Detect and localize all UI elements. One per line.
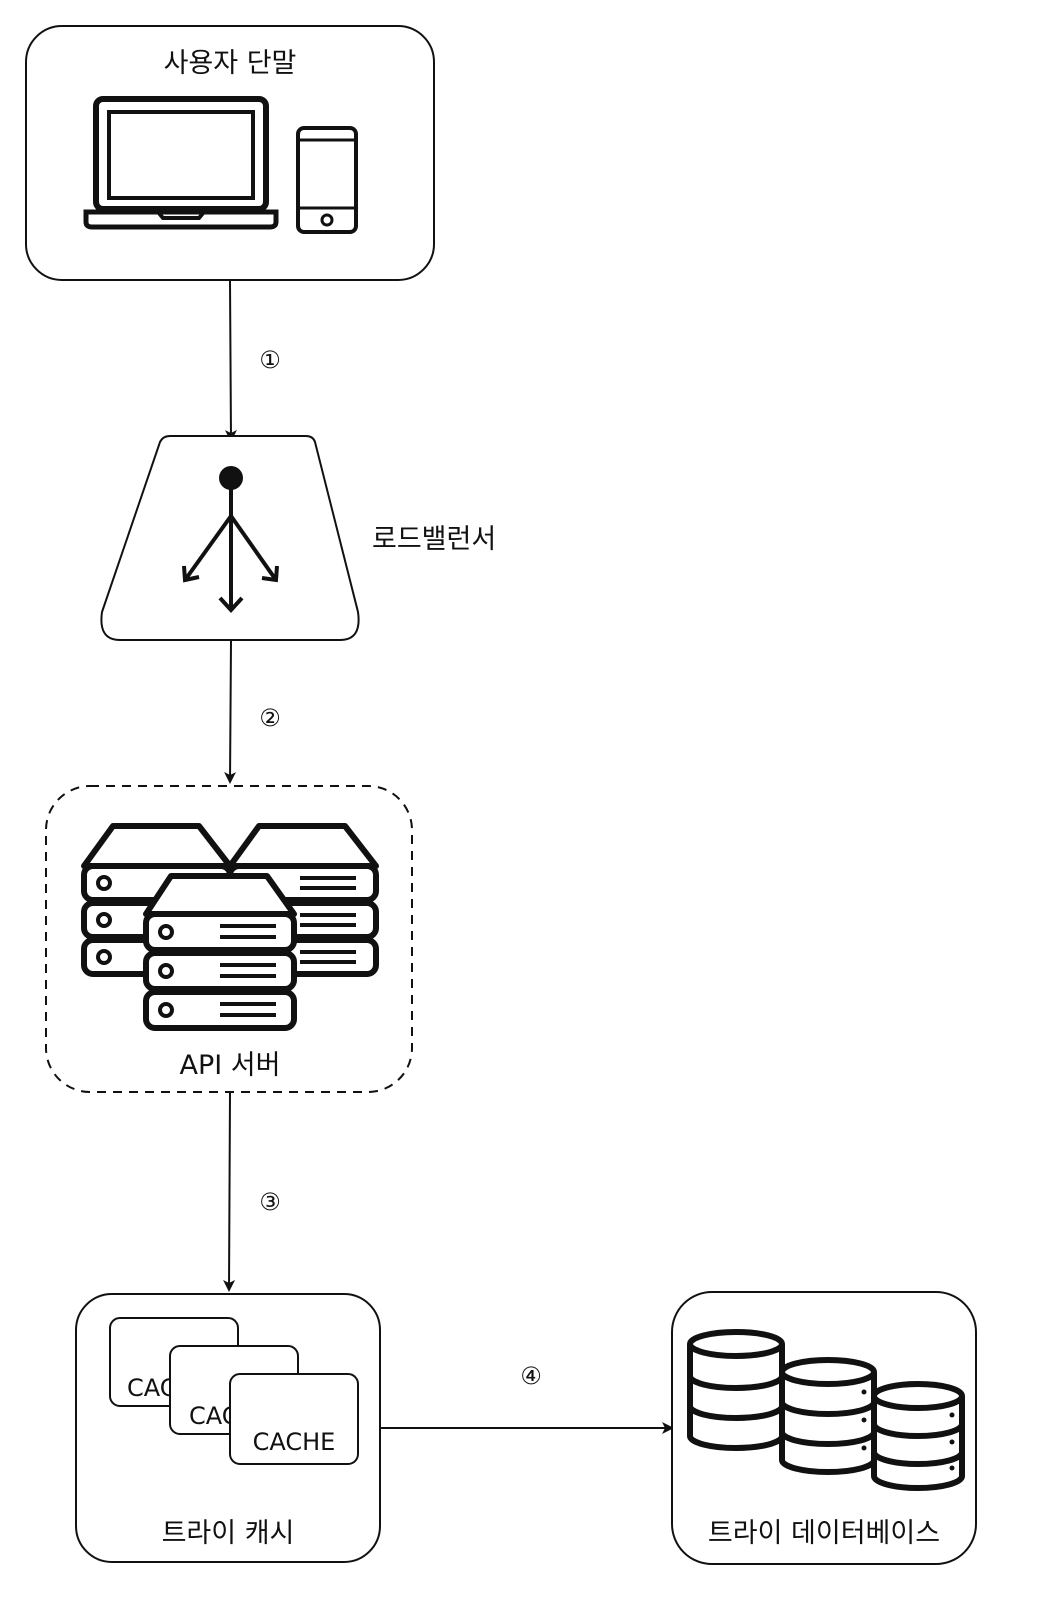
trie-database-node: 트라이 데이터베이스 — [671, 1291, 977, 1565]
laptop-icon — [83, 96, 279, 230]
client-label: 사용자 단말 — [164, 48, 297, 79]
step-label-2: ② — [259, 704, 281, 732]
cache-card-text-3: CACHE — [253, 1428, 336, 1456]
smartphone-icon — [296, 126, 358, 234]
trie-cache-node: CACHE CACHE CACHE 트라이 캐시 — [75, 1293, 381, 1563]
server-rack-icon — [81, 823, 379, 1031]
edge-client-to-lb: ① — [224, 280, 281, 442]
cache-cards-icon: CACHE CACHE CACHE — [109, 1317, 359, 1465]
database-cylinders-icon — [687, 1329, 965, 1491]
load-balancer-node — [100, 435, 360, 641]
load-balancer-label: 로드밸런서 — [372, 524, 496, 555]
edge-cache-to-db: ④ — [381, 1362, 674, 1434]
step-label-3: ③ — [259, 1188, 281, 1216]
trie-cache-label: 트라이 캐시 — [162, 1518, 295, 1549]
step-label-1: ① — [259, 346, 281, 374]
client-node: 사용자 단말 — [25, 25, 435, 281]
trie-database-label: 트라이 데이터베이스 — [708, 1518, 940, 1549]
step-label-4: ④ — [520, 1362, 542, 1390]
load-balancer-icon — [182, 466, 279, 613]
api-server-node: API 서버 — [45, 785, 413, 1093]
edge-lb-to-api: ② — [224, 640, 281, 784]
edge-api-to-cache: ③ — [223, 1092, 281, 1292]
api-server-label: API 서버 — [180, 1050, 281, 1081]
